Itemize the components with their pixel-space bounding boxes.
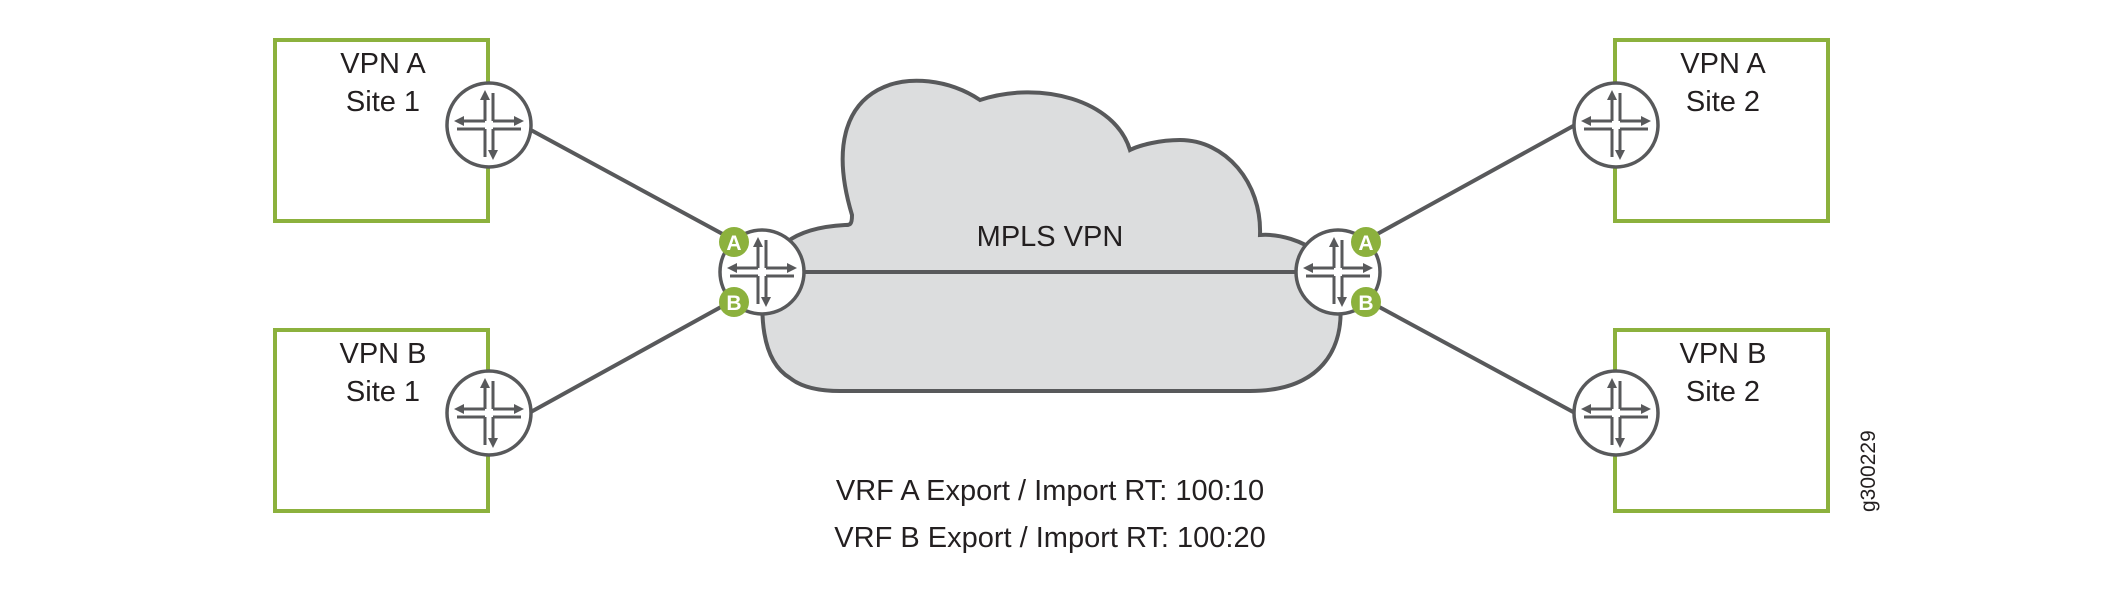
cloud-label: MPLS VPN	[977, 221, 1124, 253]
svg-text:A: A	[726, 232, 741, 255]
site-b2-line2: Site 2	[1686, 376, 1760, 408]
vrf-b-route-target-note: VRF B Export / Import RT: 100:20	[834, 522, 1265, 554]
link-ce-b1-pe-left	[528, 300, 731, 415]
link-ce-a1-pe-left	[528, 127, 731, 240]
site-a2-line2: Site 2	[1686, 86, 1760, 118]
site-b2-line1: VPN B	[1679, 338, 1766, 370]
ce-router-vpn-b-site-2-icon	[1572, 369, 1660, 457]
ce-router-vpn-b-site-1-icon	[445, 369, 533, 457]
figure-id: g300229	[1857, 430, 1880, 512]
link-ce-a2-pe-right	[1369, 123, 1576, 240]
site-a1-line2: Site 1	[346, 86, 420, 118]
site-a2-line1: VPN A	[1680, 48, 1766, 80]
vrf-a-route-target-note: VRF A Export / Import RT: 100:10	[836, 475, 1264, 507]
pe-left-badge-b: B	[719, 287, 749, 317]
svg-text:A: A	[1358, 232, 1373, 255]
pe-right-badge-b: B	[1351, 287, 1381, 317]
pe-left-badge-a: A	[719, 227, 749, 257]
site-b1-line1: VPN B	[339, 338, 426, 370]
ce-router-vpn-a-site-2-icon	[1572, 81, 1660, 169]
pe-right-badge-a: A	[1351, 227, 1381, 257]
svg-text:B: B	[726, 292, 741, 315]
svg-text:B: B	[1358, 292, 1373, 315]
site-a1-line1: VPN A	[340, 48, 426, 80]
ce-router-vpn-a-site-1-icon	[445, 81, 533, 169]
site-b1-line2: Site 1	[346, 376, 420, 408]
link-ce-b2-pe-right	[1369, 300, 1576, 415]
